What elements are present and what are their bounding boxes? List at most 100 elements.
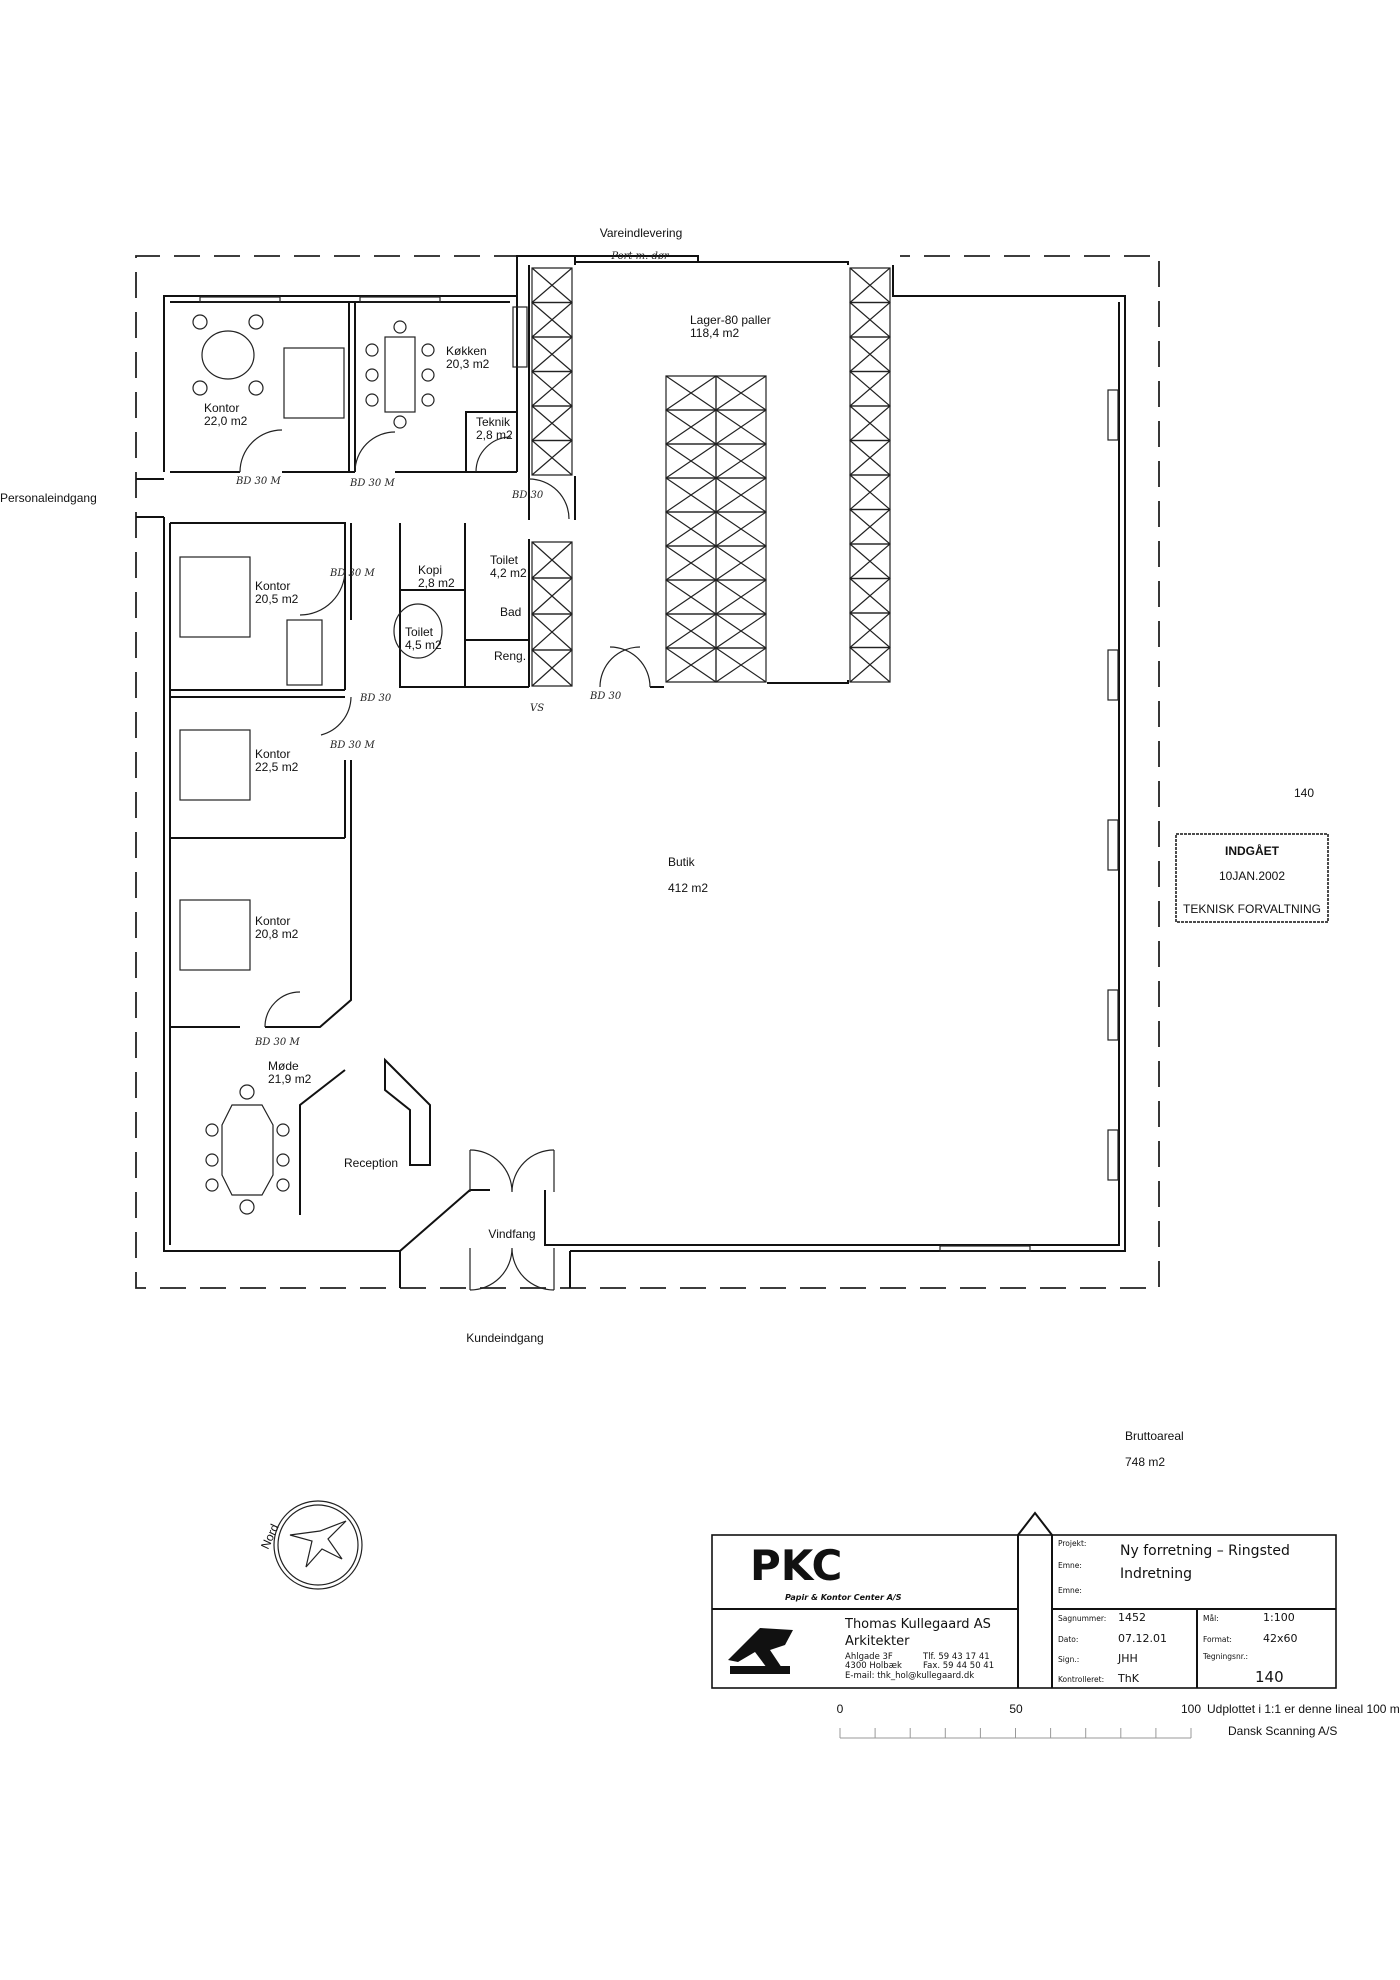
room-area: 21,9 m2	[268, 1072, 312, 1086]
pkc-logo: PKC	[750, 1541, 842, 1590]
phone: Tlf. 59 43 17 41	[922, 1652, 990, 1662]
pallet-slot	[849, 301, 891, 338]
door-note: BD 30	[511, 490, 544, 501]
pallet-slot	[715, 613, 767, 649]
drawing-no-value: 140	[1255, 1668, 1284, 1686]
room-area: 20,3 m2	[446, 357, 490, 371]
pallet-slot	[715, 545, 767, 581]
room-area: 4,5 m2	[405, 638, 442, 652]
architect-logo-icon	[728, 1625, 793, 1675]
shop-name: Butik	[668, 855, 696, 869]
door-note: BD 30 M	[349, 478, 395, 489]
pallet-slot	[531, 439, 573, 476]
room-area: 4,2 m2	[490, 566, 527, 580]
project-value: Ny forretning – Ringsted	[1120, 1543, 1290, 1559]
pallet-slot	[715, 579, 767, 615]
date-label: Dato:	[1058, 1635, 1078, 1644]
room-area: 2,8 m2	[476, 428, 513, 442]
room-name: Bad	[500, 605, 521, 619]
room-area: 2,8 m2	[418, 576, 455, 590]
pallet-slot	[665, 375, 717, 411]
project-label: Projekt:	[1058, 1539, 1086, 1548]
room-labels: Kontor 22,0 m2 Køkken 20,3 m2 Teknik 2,8…	[204, 344, 544, 1345]
pallet-slot	[715, 647, 767, 683]
door-note: BD 30	[359, 693, 392, 704]
pallet-slot	[715, 477, 767, 513]
pallet-slot	[849, 543, 891, 580]
room-name: Reng.	[494, 649, 526, 663]
architect-name: Thomas Kullegaard AS	[844, 1617, 991, 1632]
pallet-slot	[665, 545, 717, 581]
pallet-slot	[849, 577, 891, 614]
pallet-slot	[531, 370, 573, 407]
stamp-date: 10JAN.2002	[1219, 869, 1285, 883]
date-value: 07.12.01	[1118, 1632, 1167, 1645]
room-area: 22,0 m2	[204, 414, 248, 428]
room-name: Kontor	[204, 401, 239, 415]
scale-label: Mål:	[1203, 1614, 1219, 1623]
reception-label: Reception	[344, 1156, 398, 1170]
pallet-slot	[665, 443, 717, 479]
pallet-slot	[531, 649, 573, 687]
address-line1: Ahlgade 3F	[845, 1652, 893, 1662]
pallet-slot	[531, 405, 573, 442]
address-line2: 4300 Holbæk	[845, 1661, 902, 1671]
property-boundary	[135, 255, 1160, 1289]
door-note: BD 30	[589, 691, 622, 702]
pallet-slot	[715, 409, 767, 445]
scale-bar: 0 50 100 Udplottet i 1:1 er denne lineal…	[837, 1702, 1400, 1739]
delivery-label: Vareindlevering	[600, 226, 683, 240]
pallet-slot	[531, 613, 573, 651]
case-label: Sagnummer:	[1058, 1614, 1106, 1623]
case-value: 1452	[1118, 1611, 1146, 1624]
pallet-slot	[849, 474, 891, 511]
north-arrow-icon	[273, 1500, 363, 1590]
door-note: BD 30 M	[329, 568, 375, 579]
scale-tick-label: 50	[1009, 1702, 1023, 1716]
stamp-title: INDGÅET	[1225, 843, 1280, 858]
door-note: BD 30 M	[254, 1037, 300, 1048]
gross-area-value: 748 m2	[1125, 1455, 1165, 1469]
room-area: 22,5 m2	[255, 760, 299, 774]
room-area: 20,5 m2	[255, 592, 299, 606]
pallet-slot	[665, 647, 717, 683]
pallet-slot	[849, 646, 891, 683]
room-name: Køkken	[446, 344, 487, 358]
subject-value: Indretning	[1120, 1566, 1192, 1582]
format-label: Format:	[1203, 1635, 1232, 1644]
room-name: Toilet	[490, 553, 519, 567]
door-note: VS	[530, 703, 544, 714]
room-name: Kontor	[255, 914, 290, 928]
room-name: Teknik	[476, 415, 511, 429]
stamp-department: TEKNISK FORVALTNING	[1183, 902, 1321, 916]
pallet-slot	[531, 267, 573, 304]
format-value: 42x60	[1263, 1632, 1298, 1645]
drawing-no-label: Tegningsnr.:	[1202, 1652, 1248, 1661]
pallet-slot	[531, 541, 573, 579]
customer-entrance-label: Kundeindgang	[466, 1331, 543, 1345]
pallet-slot	[665, 613, 717, 649]
pallet-slot	[849, 508, 891, 545]
pallet-slot	[531, 301, 573, 338]
furniture	[179, 306, 528, 1215]
sign-value: JHH	[1117, 1652, 1138, 1665]
delivery-note: Port m. dør	[610, 251, 670, 262]
fax: Fax. 59 44 50 41	[923, 1661, 994, 1671]
subject-label: Emne:	[1058, 1561, 1082, 1570]
door-note: BD 30 M	[329, 740, 375, 751]
email: E-mail: thk_hol@kullegaard.dk	[845, 1671, 974, 1681]
interior-walls	[170, 262, 849, 1288]
title-block: PKC Papir & Kontor Center A/S Thomas Kul…	[711, 1511, 1337, 1689]
received-stamp: INDGÅET 10JAN.2002 TEKNISK FORVALTNING	[1175, 833, 1329, 923]
scale-value: 1:100	[1263, 1611, 1295, 1624]
architect-role: Arkitekter	[845, 1634, 910, 1649]
pallet-slot	[849, 336, 891, 373]
staff-entrance-label: Personaleindgang	[0, 491, 97, 505]
scanner-credit: Dansk Scanning A/S	[1228, 1724, 1337, 1738]
vestibule-label: Vindfang	[488, 1227, 535, 1241]
room-area: 20,8 m2	[255, 927, 299, 941]
sign-label: Sign.:	[1058, 1655, 1079, 1664]
shop-area: 412 m2	[668, 881, 708, 895]
scale-note: Udplottet i 1:1 er denne lineal 100 mm.	[1207, 1702, 1400, 1716]
